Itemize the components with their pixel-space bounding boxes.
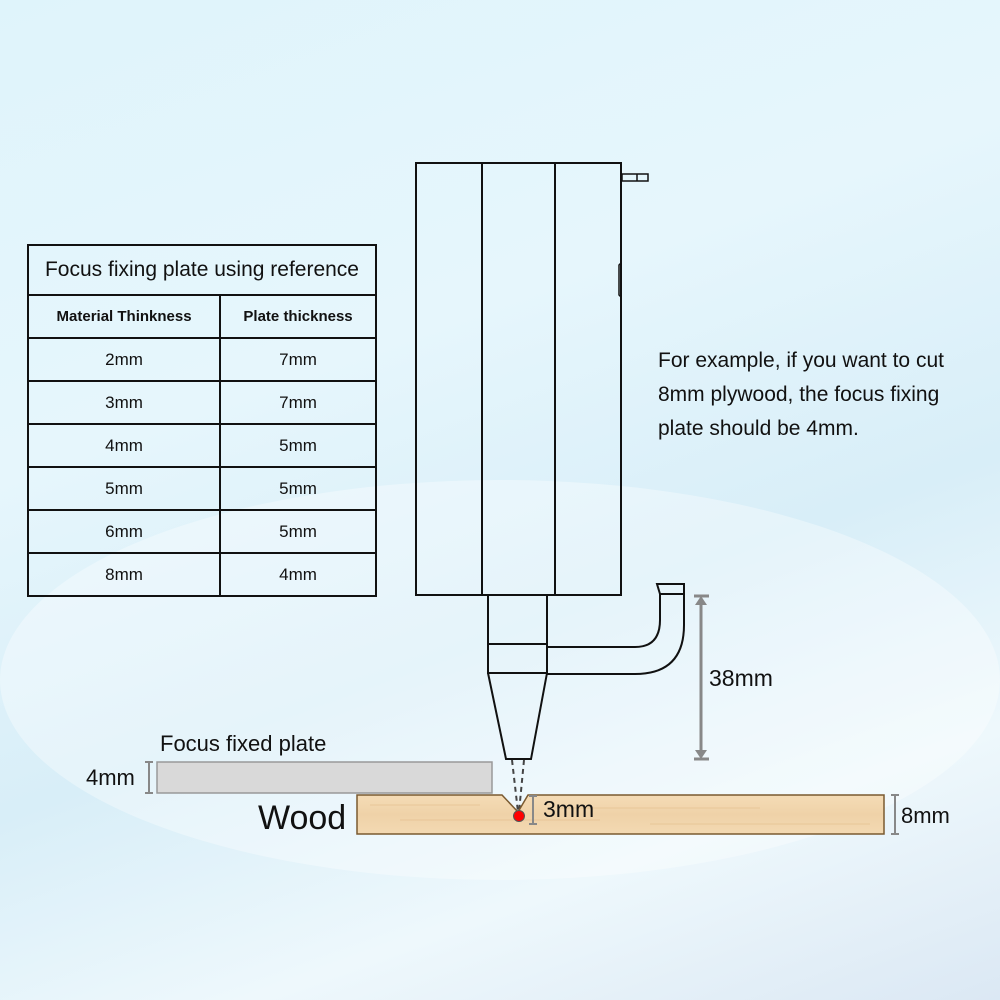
plate-cell: 5mm (219, 466, 377, 511)
cut-depth-dimension (529, 795, 537, 825)
plate-thickness-dimension (145, 761, 153, 794)
focus-reference-table: Focus fixing plate using reference Mater… (26, 244, 377, 597)
wood-grain (370, 804, 870, 825)
header-plate-thickness: Plate thickness (219, 294, 377, 339)
material-cell: 4mm (26, 423, 222, 468)
cut-depth-label: 3mm (543, 796, 594, 822)
plate-cell: 7mm (219, 380, 377, 425)
nozzle (487, 594, 548, 760)
focus-point (513, 810, 525, 822)
focus-fixed-plate (156, 761, 493, 794)
wood-thickness-dimension (891, 794, 899, 835)
table-title: Focus fixing plate using reference (27, 244, 377, 296)
material-cell: 6mm (26, 509, 222, 554)
material-cell: 2mm (26, 337, 222, 382)
air-assist-pipe (547, 583, 685, 675)
wood-label: Wood (258, 799, 346, 837)
example-note: For example, if you want to cut 8mm plyw… (658, 349, 944, 440)
plate-cell: 7mm (219, 337, 377, 382)
laser-module-body (415, 162, 649, 596)
wood-board (356, 794, 885, 835)
material-cell: 5mm (26, 466, 222, 511)
plate-thickness-label: 4mm (86, 765, 135, 790)
distance-dimension (694, 594, 709, 761)
material-cell: 3mm (26, 380, 222, 425)
distance-label: 38mm (709, 665, 773, 691)
wood-thickness-label: 8mm (901, 803, 950, 828)
header-material-thickness: Material Thinkness (26, 294, 222, 339)
plate-cell: 4mm (219, 552, 377, 597)
plate-cell: 5mm (219, 509, 377, 554)
material-cell: 8mm (26, 552, 222, 597)
plate-cell: 5mm (219, 423, 377, 468)
plate-label: Focus fixed plate (160, 731, 326, 756)
